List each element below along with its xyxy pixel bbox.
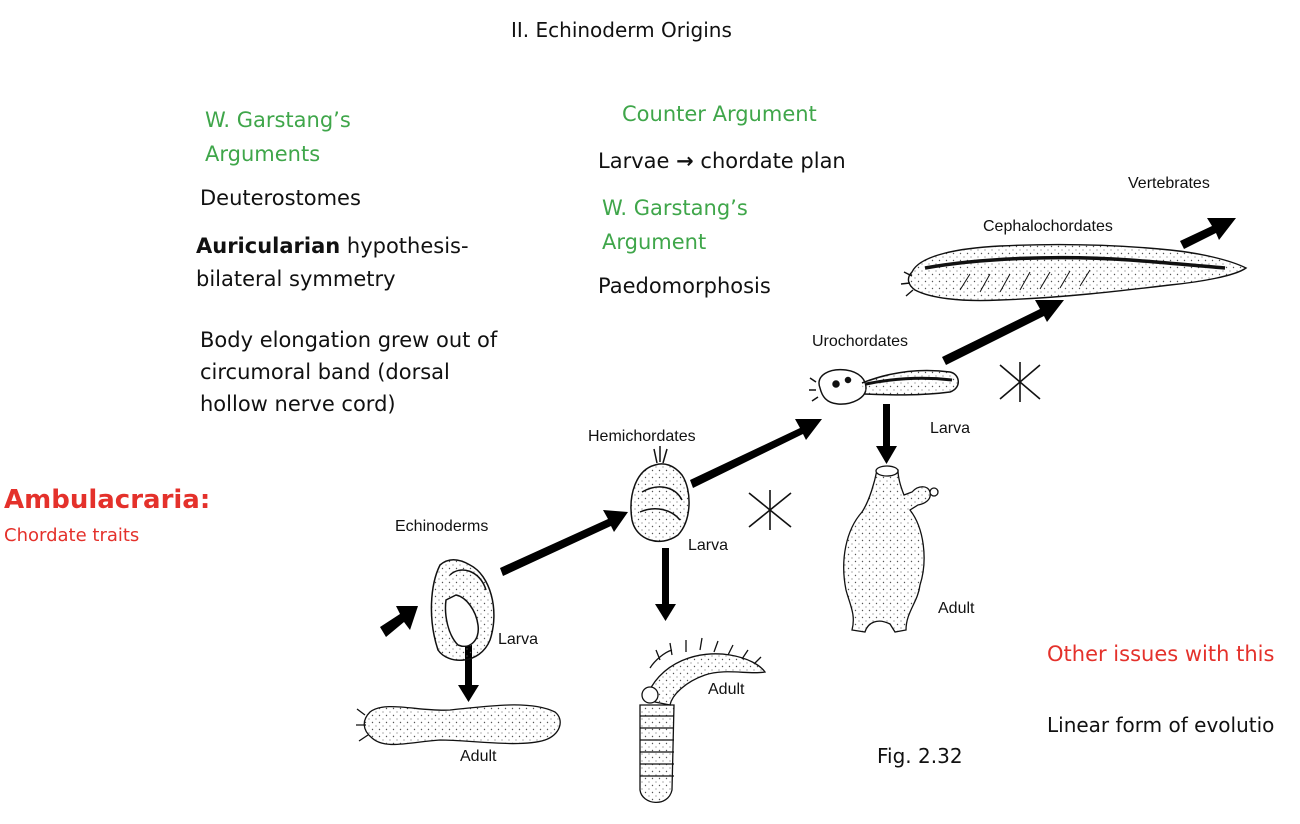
deuterostomes-text: Deuterostomes	[200, 186, 361, 210]
page-title: II. Echinoderm Origins	[511, 18, 732, 42]
cephalochordate-drawing	[900, 243, 1248, 302]
echinoderm-adult-label: Adult	[460, 748, 497, 765]
echinoderm-larva-label: Larva	[498, 631, 539, 648]
garstang-arguments-heading-2: Arguments	[205, 142, 321, 166]
body-elongation-line-3: hollow nerve cord)	[200, 392, 396, 416]
hemi-down-arrow	[655, 548, 676, 621]
garstang-argument-heading-1: W. Garstang’s	[602, 196, 748, 220]
hemi-cross-icon	[748, 490, 792, 530]
chordate-plan-label: chordate plan	[700, 149, 846, 173]
larva-adult-arrows	[458, 404, 897, 702]
paedomorphosis-text: Paedomorphosis	[598, 274, 771, 298]
auricularian-text: Auricularian hypothesis-	[196, 233, 469, 259]
echinoderm-larva-drawing	[430, 559, 495, 661]
lineage-arrows	[380, 218, 1236, 637]
other-issues-text: Other issues with this	[1047, 642, 1275, 666]
urochordate-larva-label: Larva	[930, 420, 971, 437]
hemichordate-adult-drawing	[639, 637, 767, 804]
hemichordate-adult-label: Adult	[708, 681, 745, 698]
entry-arrow	[380, 606, 418, 637]
echinoderm-adult-drawing	[356, 704, 561, 746]
cephalo-to-vert-arrow	[1180, 218, 1236, 249]
auricularian-rest: hypothesis-	[340, 234, 469, 258]
urochordate-adult-label: Adult	[938, 600, 975, 617]
urochordates-label: Urochordates	[812, 333, 909, 350]
uro-down-arrow	[876, 404, 897, 464]
auricularian-bold: Auricularian	[196, 234, 341, 258]
linear-form-text: Linear form of evolutio	[1047, 713, 1275, 737]
hemi-to-uro-arrow	[690, 419, 822, 488]
figure-caption: Fig. 2.32	[877, 744, 963, 768]
echino-to-hemi-arrow	[500, 510, 628, 576]
bilateral-text: bilateral symmetry	[196, 267, 396, 291]
garstang-argument-heading-2: Argument	[602, 230, 707, 254]
cephalochordates-label: Cephalochordates	[983, 218, 1113, 235]
urochordate-adult-drawing	[843, 465, 939, 633]
vertebrates-label: Vertebrates	[1128, 175, 1210, 192]
ambulacraria-title: Ambulacraria:	[4, 485, 211, 515]
hemichordate-larva-label: Larva	[688, 537, 729, 554]
right-arrow-icon: →	[676, 149, 694, 173]
echino-down-arrow	[458, 645, 479, 702]
body-elongation-line-2: circumoral band (dorsal	[200, 360, 450, 384]
hemichordate-larva-drawing	[630, 446, 690, 543]
counter-argument-heading: Counter Argument	[622, 102, 817, 126]
garstang-arguments-heading-1: W. Garstang’s	[205, 108, 351, 132]
cross-marks	[748, 362, 1041, 530]
hemichordates-label: Hemichordates	[588, 428, 696, 445]
larvae-chordate-text: Larvae → chordate plan	[598, 148, 846, 174]
ambulacraria-subtitle: Chordate traits	[4, 525, 140, 546]
larvae-label: Larvae	[598, 149, 670, 173]
uro-to-cephalo-arrow	[942, 300, 1064, 365]
body-elongation-line-1: Body elongation grew out of	[200, 328, 498, 352]
urochordate-larva-drawing	[809, 368, 959, 405]
uro-cross-icon	[999, 362, 1041, 402]
echinoderms-label: Echinoderms	[395, 518, 489, 535]
